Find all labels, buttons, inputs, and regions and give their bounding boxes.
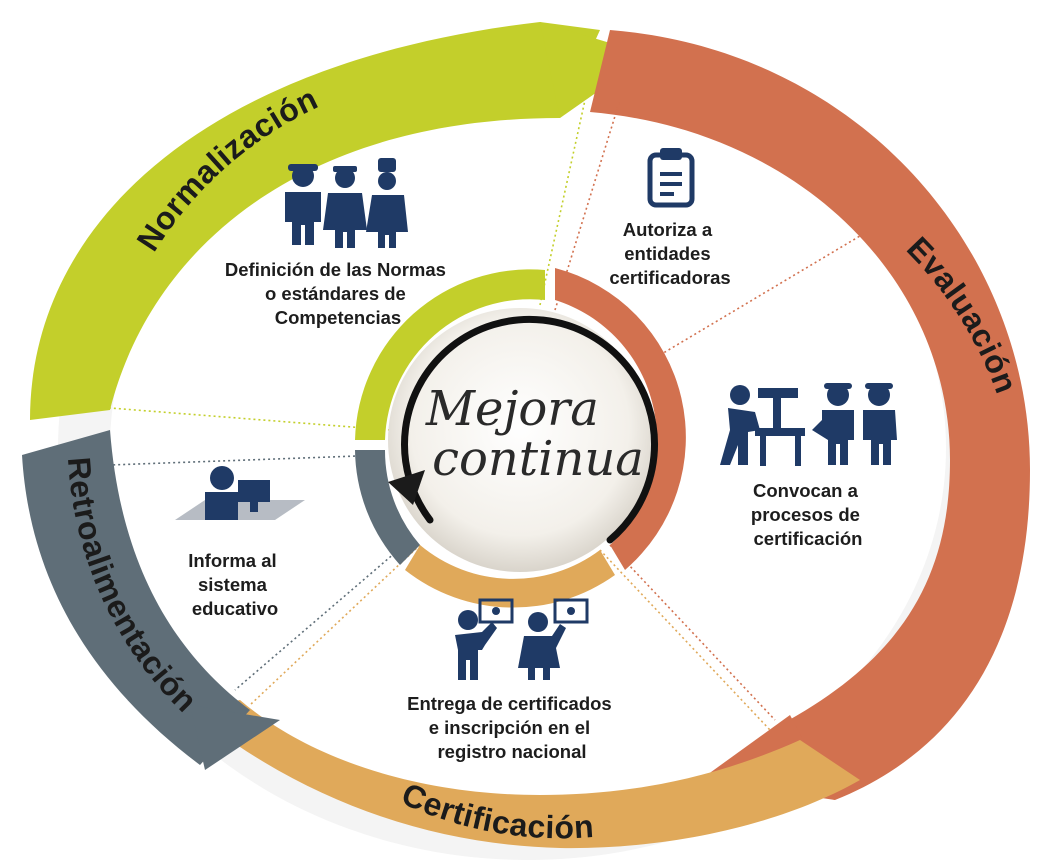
divider-cert-b bbox=[249, 544, 421, 706]
workers-group-icon bbox=[285, 158, 408, 248]
step-entrega-line-3: registro nacional bbox=[437, 741, 586, 762]
center-line-2: continua bbox=[432, 431, 644, 487]
step-entrega-text: Entrega de certificados e inscripción en… bbox=[407, 693, 617, 762]
step-autoriza-line-2: entidades bbox=[624, 243, 710, 264]
step-informa-text: Informa al sistema educativo bbox=[188, 550, 282, 619]
step-autoriza-text: Autoriza a entidades certificadoras bbox=[609, 219, 730, 288]
step-convocan-line-2: procesos de bbox=[751, 504, 860, 525]
step-definicion-text: Definición de las Normas o estándares de… bbox=[225, 259, 451, 328]
center-circle bbox=[388, 308, 652, 572]
center-line-1: Mejora bbox=[425, 381, 599, 437]
step-convocan-line-3: certificación bbox=[754, 528, 863, 549]
workshop-icon bbox=[720, 383, 897, 466]
certificate-holders-icon bbox=[455, 598, 589, 680]
cycle-arrow-icon bbox=[388, 470, 425, 505]
evaluacion-band bbox=[590, 30, 1030, 800]
step-definicion-line-3: Competencias bbox=[275, 307, 401, 328]
retroalimentacion-arrowhead bbox=[190, 705, 280, 770]
computer-user-icon bbox=[175, 466, 305, 520]
certificacion-band bbox=[190, 700, 860, 849]
step-definicion-line-1: Definición de las Normas bbox=[225, 259, 446, 280]
step-autoriza-line-3: certificadoras bbox=[609, 267, 730, 288]
step-informa-line-3: educativo bbox=[192, 598, 278, 619]
step-entrega-line-2: e inscripción en el bbox=[429, 717, 590, 738]
normalizacion-band bbox=[30, 22, 600, 420]
inner-ring-normalizacion bbox=[355, 269, 545, 440]
center-title: Mejora continua bbox=[425, 381, 644, 487]
divider-eval-b bbox=[659, 229, 871, 356]
inner-ring-evaluacion bbox=[555, 268, 686, 570]
step-informa-line-2: sistema bbox=[198, 574, 268, 595]
divider-retro-a bbox=[109, 454, 386, 466]
inner-ring-retroalimentacion bbox=[355, 450, 420, 565]
step-definicion-line-2: o estándares de bbox=[265, 283, 406, 304]
divider-norm-left bbox=[109, 407, 391, 431]
center-cycle-arrow-stroke bbox=[401, 315, 658, 544]
clipboard-icon bbox=[647, 148, 695, 208]
divider-eval-c bbox=[609, 544, 776, 721]
step-autoriza-line-1: Autoriza a bbox=[623, 219, 713, 240]
divider-cert-a bbox=[599, 549, 771, 731]
step-entrega-line-1: Entrega de certificados bbox=[407, 693, 612, 714]
divider-retro-b bbox=[234, 539, 411, 691]
step-informa-line-1: Informa al bbox=[188, 550, 276, 571]
inner-ring-certificacion bbox=[405, 545, 615, 608]
step-convocan-text: Convocan a procesos de certificación bbox=[751, 480, 865, 549]
normalizacion-arrowhead bbox=[540, 22, 650, 118]
retroalimentacion-band bbox=[22, 430, 250, 765]
step-convocan-line-1: Convocan a bbox=[753, 480, 859, 501]
